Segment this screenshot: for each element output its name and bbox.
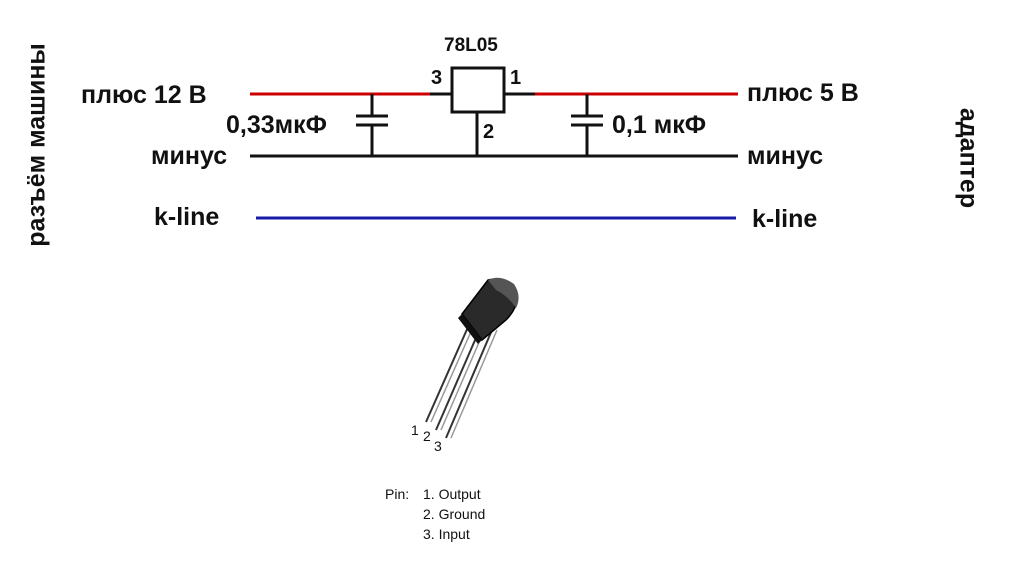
to92-package bbox=[425, 277, 519, 439]
plus12-label: плюс 12 В bbox=[81, 81, 207, 109]
left-side-label: разъём машины bbox=[22, 43, 51, 247]
pin-legend-1: 1. Output bbox=[423, 486, 481, 502]
capacitor-2-value: 0,1 мкФ bbox=[612, 111, 707, 139]
regulator-pin-output: 1 bbox=[510, 67, 522, 89]
regulator-pin-ground: 2 bbox=[483, 121, 495, 143]
minus-left-label: минус bbox=[151, 142, 228, 170]
regulator-name: 78L05 bbox=[444, 35, 498, 56]
pin-legend-title: Pin: bbox=[385, 486, 410, 502]
pin-legend-3: 3. Input bbox=[423, 526, 470, 542]
pin-legend-2: 2. Ground bbox=[423, 506, 486, 522]
regulator-body bbox=[450, 66, 506, 114]
capacitor-2 bbox=[571, 94, 603, 156]
package-lead-3: 3 bbox=[434, 438, 442, 454]
kline-left-label: k-line bbox=[154, 203, 220, 231]
capacitor-1-value: 0,33мкФ bbox=[226, 111, 328, 139]
kline-right-label: k-line bbox=[752, 205, 818, 233]
package-lead-1: 1 bbox=[411, 422, 419, 438]
plus5-label: плюс 5 В bbox=[747, 79, 859, 107]
regulator-pin-input: 3 bbox=[431, 67, 443, 89]
right-side-label: адаптер bbox=[954, 107, 983, 209]
minus-right-label: минус bbox=[747, 142, 824, 170]
package-lead-2: 2 bbox=[423, 428, 431, 444]
capacitor-1 bbox=[356, 94, 388, 156]
